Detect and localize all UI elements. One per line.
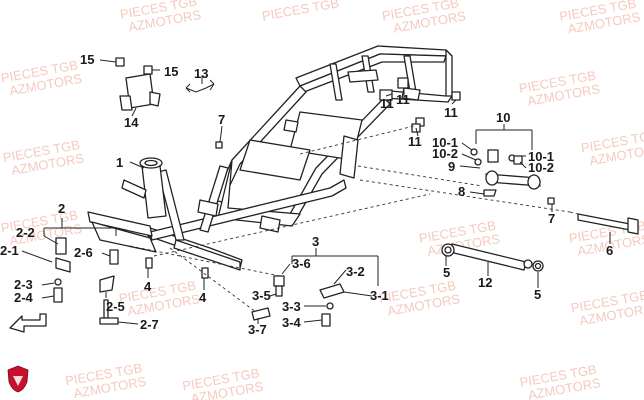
label-3-7: 3-7 bbox=[248, 322, 267, 337]
label-3: 3 bbox=[312, 234, 319, 249]
label-13: 13 bbox=[194, 66, 208, 81]
main-frame bbox=[87, 45, 453, 271]
part-number-labels: 1 2 2-2 2-1 2-6 2-3 2-4 2-5 2-7 3 3-6 3-… bbox=[0, 52, 613, 337]
label-7: 7 bbox=[218, 112, 225, 127]
bolt-line bbox=[569, 211, 579, 215]
label-2-3: 2-3 bbox=[14, 277, 33, 292]
label-3-5: 3-5 bbox=[252, 288, 271, 303]
label-10: 10 bbox=[496, 110, 510, 125]
label-2-4: 2-4 bbox=[14, 290, 34, 305]
shield-logo-icon bbox=[7, 365, 29, 393]
label-6: 6 bbox=[606, 243, 613, 258]
part-2-assembly bbox=[53, 237, 119, 325]
part-12-shaft bbox=[441, 243, 544, 272]
label-11: 11 bbox=[444, 105, 458, 120]
part-10-assembly bbox=[215, 141, 555, 205]
label-10-2: 10-2 bbox=[528, 160, 554, 175]
label-10-1: 10-1 bbox=[432, 135, 458, 150]
label-3-1: 3-1 bbox=[370, 288, 389, 303]
label-11: 11 bbox=[408, 134, 422, 149]
label-7: 7 bbox=[548, 211, 555, 226]
label-11: 11 bbox=[380, 96, 394, 111]
label-9: 9 bbox=[448, 159, 455, 174]
label-5: 5 bbox=[534, 287, 541, 302]
part-3-assembly bbox=[251, 275, 345, 327]
label-10-2: 10-2 bbox=[432, 146, 458, 161]
label-2-7: 2-7 bbox=[140, 317, 159, 332]
label-5: 5 bbox=[443, 265, 450, 280]
label-3-3: 3-3 bbox=[282, 299, 301, 314]
steering-head-tube bbox=[121, 157, 167, 219]
label-11: 11 bbox=[396, 92, 410, 107]
label-15: 15 bbox=[164, 64, 178, 79]
label-2-1: 2-1 bbox=[0, 243, 19, 258]
watermark-text: PIECES TGB bbox=[261, 0, 340, 24]
part-6-long-bolt bbox=[569, 211, 639, 235]
label-3-4: 3-4 bbox=[282, 315, 302, 330]
label-8: 8 bbox=[458, 184, 465, 199]
label-1: 1 bbox=[116, 155, 123, 170]
label-2-2: 2-2 bbox=[16, 225, 35, 240]
leader-lines bbox=[21, 59, 611, 325]
part-11-nuts bbox=[379, 77, 461, 133]
label-4: 4 bbox=[199, 290, 207, 305]
label-2-6: 2-6 bbox=[74, 245, 93, 260]
bolt-part-4 bbox=[145, 257, 209, 279]
label-14: 14 bbox=[124, 115, 139, 130]
label-2: 2 bbox=[58, 201, 65, 216]
label-2-5: 2-5 bbox=[106, 299, 125, 314]
label-3-6: 3-6 bbox=[292, 256, 311, 271]
part-13-direction-arrow bbox=[185, 79, 215, 93]
label-15: 15 bbox=[80, 52, 94, 67]
label-3-2: 3-2 bbox=[346, 264, 365, 279]
label-4: 4 bbox=[144, 279, 152, 294]
part-14-bracket bbox=[115, 57, 161, 111]
label-10-1: 10-1 bbox=[528, 149, 554, 164]
front-arrow-icon bbox=[9, 313, 47, 333]
label-12: 12 bbox=[478, 275, 492, 290]
